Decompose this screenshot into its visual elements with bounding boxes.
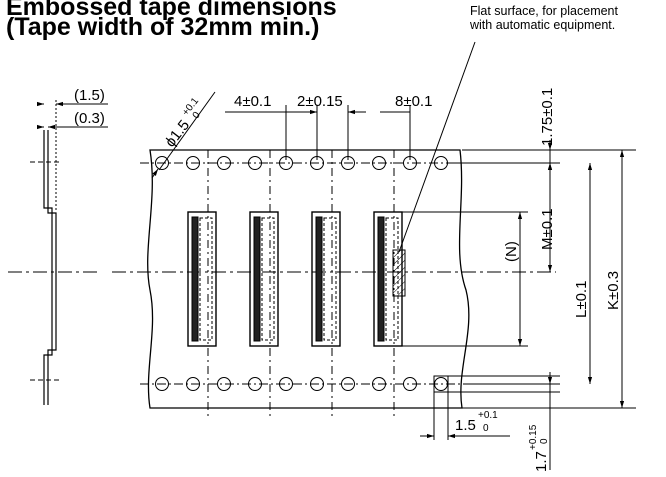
note-line-1: Flat surface, for placement <box>470 4 618 18</box>
part-centerlines <box>207 150 395 420</box>
dim-hole-dia-tol-lower: 0 <box>191 110 203 122</box>
flat-surface-hatch <box>392 249 406 297</box>
title-line-1-clipped: Embossed tape dimensions <box>6 0 337 22</box>
dim-edge-to-hole-value: 1.75±0.1 <box>539 88 556 146</box>
sprocket-holes-top <box>155 156 448 170</box>
dim-side-bottom: (0.3) <box>74 110 105 127</box>
dim-edge-to-hole: 1.75±0.1 <box>539 88 556 146</box>
note-line-2: with automatic equipment. <box>470 18 616 32</box>
dim-half-pitch: 2±0.15 <box>297 93 343 110</box>
callout-note: Flat surface, for placement with automat… <box>470 4 618 32</box>
note-leader <box>398 41 476 253</box>
dim-hole-pitch: 4±0.1 <box>234 93 271 110</box>
dim-hole-diameter: ϕ1.5 +0.1 0 <box>162 95 203 151</box>
right-dimensions <box>402 140 636 470</box>
side-view <box>8 100 108 405</box>
dim-hole-height-value: 1.7 <box>533 451 550 472</box>
dim-l-value: L±0.1 <box>573 281 590 318</box>
dim-m: M±0.1 <box>539 208 556 250</box>
dim-part-pitch: 8±0.1 <box>395 93 432 110</box>
dim-n: (N) <box>503 241 520 262</box>
component-pocket-4 <box>373 211 406 347</box>
title-line-2: (Tape width of 32mm min.) <box>6 13 320 41</box>
dim-hole-dia-value: ϕ1.5 <box>162 117 193 151</box>
dim-l: L±0.1 <box>573 281 590 318</box>
dim-hole-height-tol-lower: 0 <box>539 438 550 444</box>
dim-hole-width-tol-upper: +0.1 <box>478 410 498 421</box>
dim-hole-width-tol-lower: 0 <box>483 423 489 434</box>
dim-side-top: (1.5) <box>74 87 105 104</box>
dim-n-value: (N) <box>503 241 520 262</box>
title-line-1: Embossed tape dimensions <box>6 0 337 21</box>
component-pocket-3 <box>311 211 341 347</box>
dim-m-value: M±0.1 <box>539 208 556 250</box>
component-pocket-1 <box>187 211 217 347</box>
dim-k: K±0.3 <box>605 271 622 310</box>
tape-outline <box>147 149 470 409</box>
bottom-dimensions <box>420 375 560 440</box>
top-dimensions <box>151 91 411 179</box>
dim-hole-height: 1.7 +0.15 0 <box>528 424 550 472</box>
component-pocket-2 <box>249 211 279 347</box>
dim-hole-width: 1.5 <box>455 417 476 434</box>
dim-k-value: K±0.3 <box>605 271 622 310</box>
dim-hole-height-tol-upper: +0.15 <box>528 424 539 450</box>
